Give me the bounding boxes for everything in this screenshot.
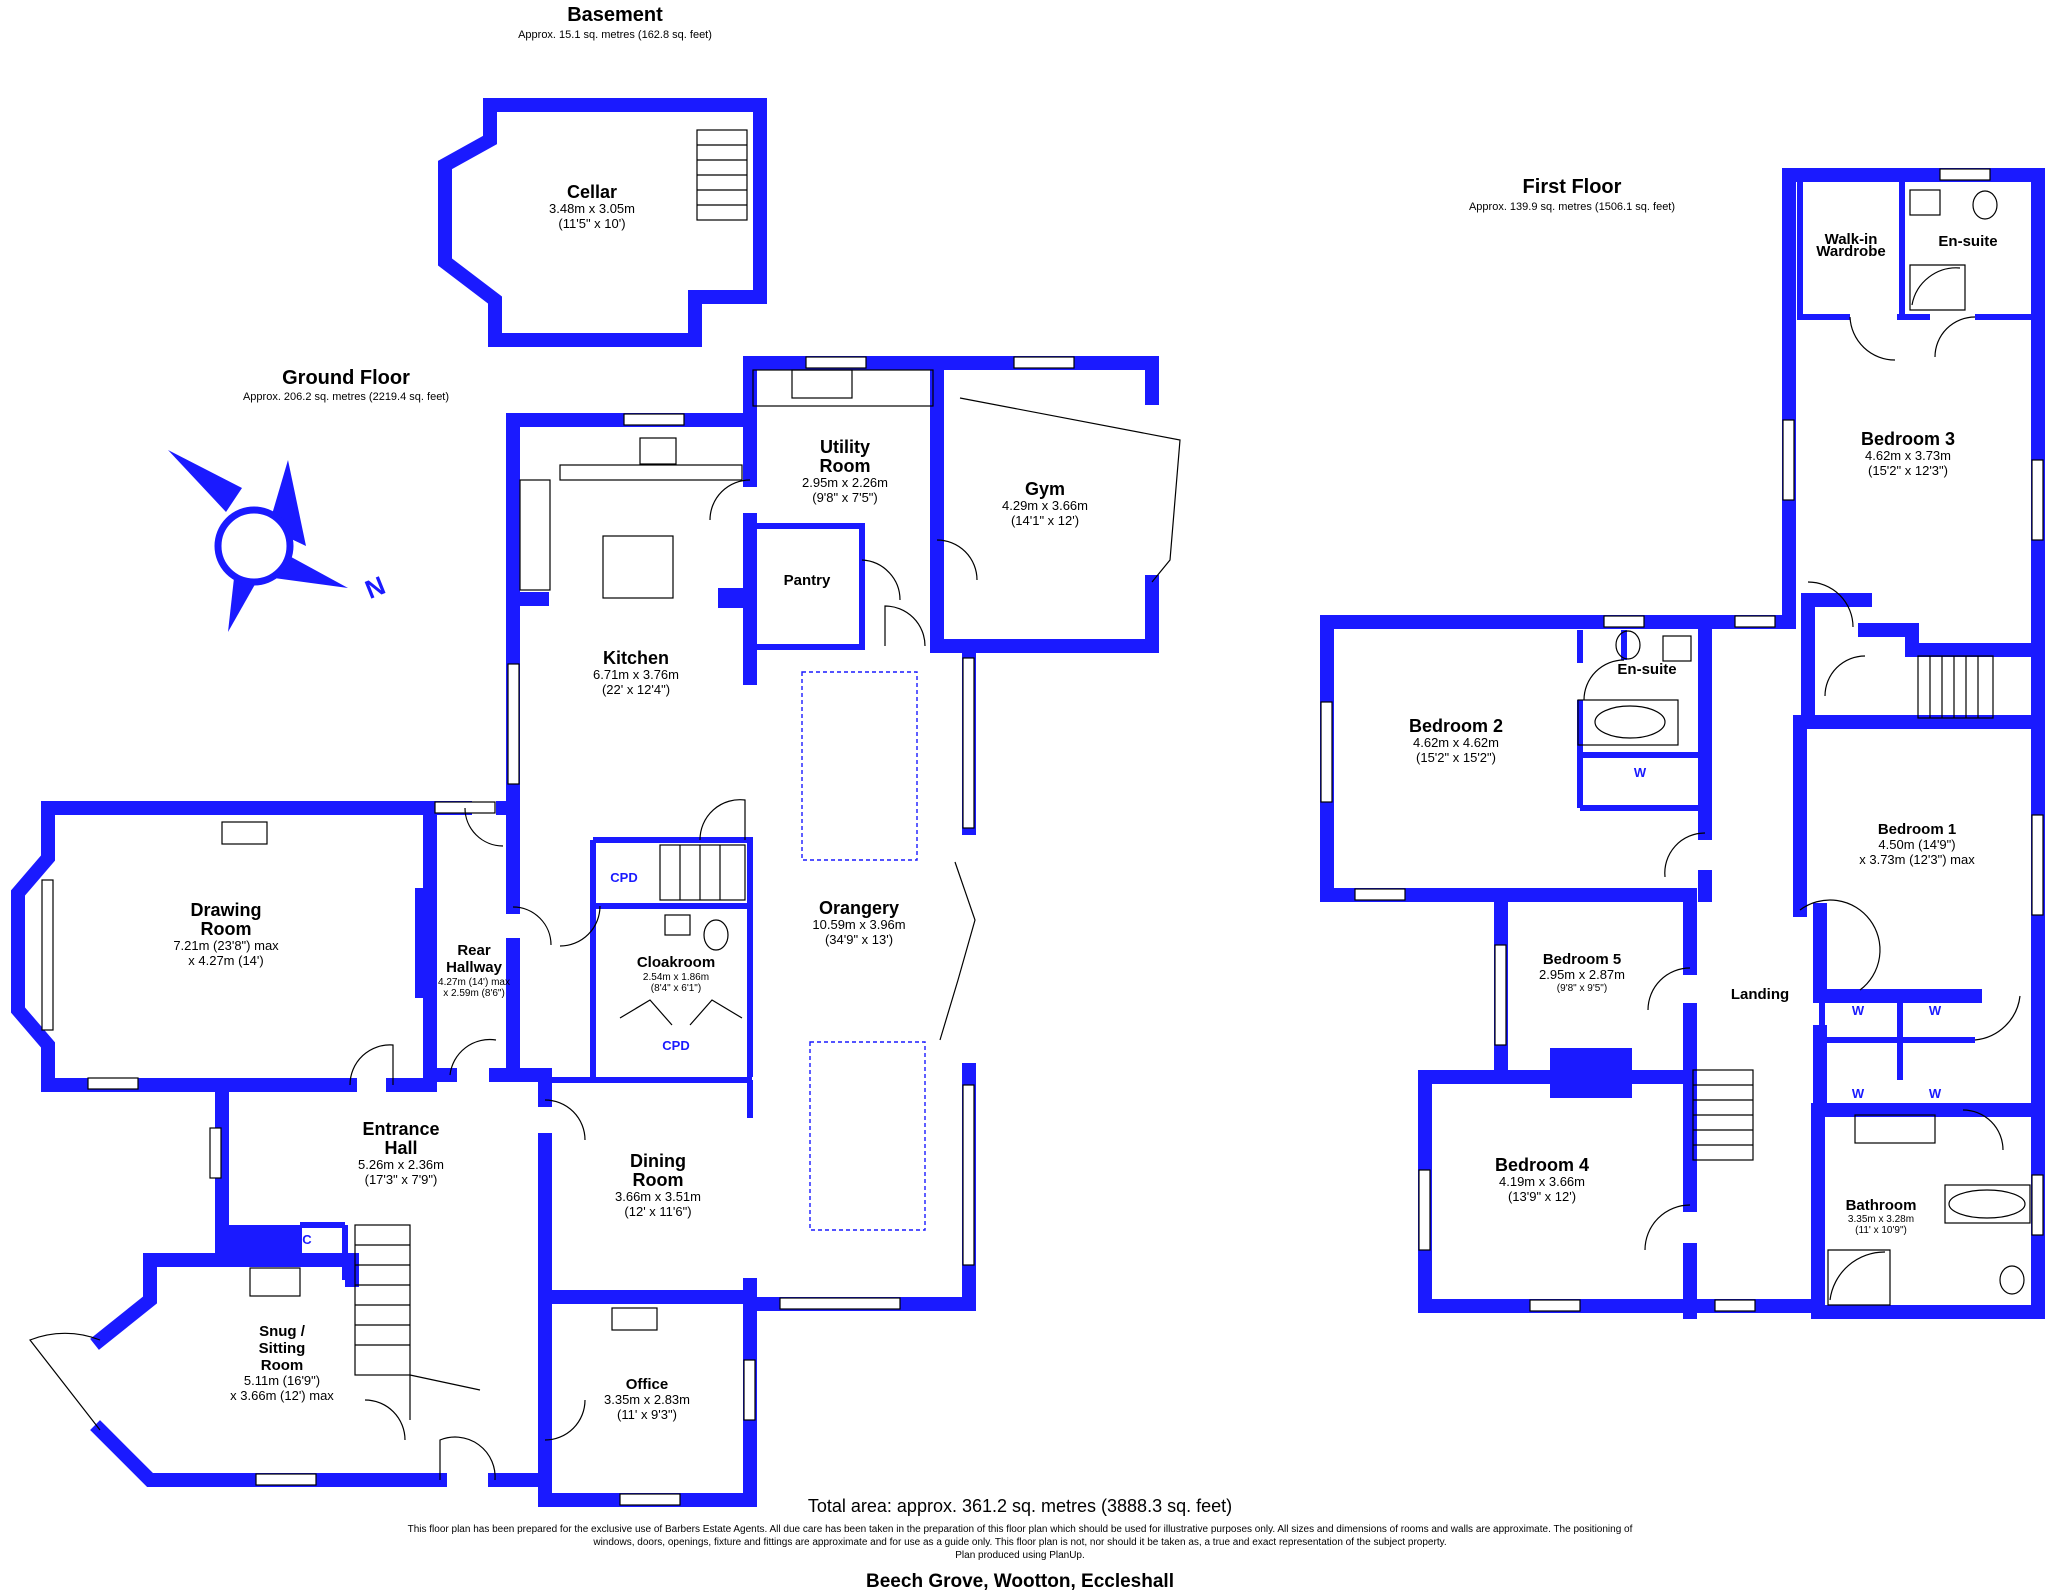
ground-floor-title: Ground Floor bbox=[282, 367, 410, 389]
kitchen-dim-imperial: (22' x 12'4") bbox=[602, 682, 670, 697]
drawing-dim-imperial: x 4.27m (14') bbox=[188, 953, 263, 968]
drawing-dim-metric: 7.21m (23'8") max bbox=[173, 938, 279, 953]
snug-name-3: Room bbox=[261, 1357, 304, 1374]
kitchen-dim-metric: 6.71m x 3.76m bbox=[593, 667, 679, 682]
first-floor-labels: Walk-in Wardrobe En-suite Bedroom 3 4.62… bbox=[1409, 231, 1998, 1236]
rear-hallway-name-2: Hallway bbox=[446, 959, 503, 976]
gym-dim-imperial: (14'1" x 12') bbox=[1011, 513, 1079, 528]
wardrobe-3-label: W bbox=[1852, 1086, 1865, 1101]
utility-room-name-2: Room bbox=[820, 456, 871, 476]
bedroom-5-name: Bedroom 5 bbox=[1543, 951, 1621, 968]
office-dim-metric: 3.35m x 2.83m bbox=[604, 1392, 690, 1407]
bedroom-3-dim-metric: 4.62m x 3.73m bbox=[1865, 448, 1951, 463]
cellar-dim-imperial: (11'5" x 10') bbox=[558, 216, 625, 231]
bedroom-2-dim-metric: 4.62m x 4.62m bbox=[1413, 735, 1499, 750]
cloakroom-dim-imperial: (8'4" x 6'1") bbox=[651, 983, 701, 994]
cellar-name: Cellar bbox=[567, 182, 617, 202]
property-address: Beech Grove, Wootton, Eccleshall bbox=[866, 1571, 1174, 1592]
cloakroom-cpd-label: CPD bbox=[662, 1038, 689, 1053]
walkin-wardrobe-name-2: Wardrobe bbox=[1816, 243, 1885, 260]
bedroom-1-dim-imperial: x 3.73m (12'3") max bbox=[1859, 852, 1975, 867]
wardrobe-2-label: W bbox=[1929, 1003, 1942, 1018]
entrance-dim-metric: 5.26m x 2.36m bbox=[358, 1157, 444, 1172]
bathroom-name: Bathroom bbox=[1846, 1197, 1917, 1214]
dining-room-name-2: Room bbox=[633, 1170, 684, 1190]
bedroom-5-dim-metric: 2.95m x 2.87m bbox=[1539, 967, 1625, 982]
bedroom-5-dim-imperial: (9'8" x 9'5") bbox=[1557, 983, 1607, 994]
bedroom-2-dim-imperial: (15'2" x 15'2") bbox=[1416, 750, 1496, 765]
total-area: Total area: approx. 361.2 sq. metres (38… bbox=[808, 1496, 1232, 1516]
cloakroom-dim-metric: 2.54m x 1.86m bbox=[643, 972, 709, 983]
disclaimer-line-2: windows, doors, openings, fixture and fi… bbox=[592, 1537, 1446, 1548]
orangery-name: Orangery bbox=[819, 898, 899, 918]
bedroom-1-dim-metric: 4.50m (14'9") bbox=[1878, 837, 1955, 852]
cellar-dim-metric: 3.48m x 3.05m bbox=[549, 201, 635, 216]
cupboard-label: C bbox=[302, 1232, 312, 1247]
compass-north-label: N bbox=[361, 570, 390, 605]
utility-dim-metric: 2.95m x 2.26m bbox=[802, 475, 888, 490]
dining-dim-metric: 3.66m x 3.51m bbox=[615, 1189, 701, 1204]
drawing-room-name-2: Room bbox=[201, 919, 252, 939]
drawing-room-name: Drawing bbox=[190, 900, 261, 920]
disclaimer-line-3: Plan produced using PlanUp. bbox=[955, 1550, 1085, 1561]
gym-name: Gym bbox=[1025, 479, 1065, 499]
bathroom-dim-imperial: (11' x 10'9") bbox=[1855, 1225, 1907, 1236]
utility-dim-imperial: (9'8" x 7'5") bbox=[812, 490, 878, 505]
first-floor-windows bbox=[1320, 168, 2044, 1312]
snug-name: Snug / bbox=[259, 1323, 306, 1340]
ensuite-1-name: En-suite bbox=[1938, 233, 1997, 250]
bedroom-3-dim-imperial: (15'2" x 12'3") bbox=[1868, 463, 1948, 478]
snug-dim-metric: 5.11m (16'9") bbox=[244, 1373, 320, 1388]
office-dim-imperial: (11' x 9'3") bbox=[617, 1407, 677, 1422]
bedroom-4-dim-metric: 4.19m x 3.66m bbox=[1499, 1174, 1585, 1189]
rear-hallway-dim-imperial: x 2.59m (8'6") bbox=[443, 988, 505, 999]
bedroom-2-name: Bedroom 2 bbox=[1409, 716, 1503, 736]
entrance-dim-imperial: (17'3" x 7'9") bbox=[365, 1172, 438, 1187]
walkin-wardrobe-name: Walk-in bbox=[1825, 231, 1878, 248]
ground-floor-fittings bbox=[29, 369, 1181, 1481]
entrance-hall-name-2: Hall bbox=[384, 1138, 417, 1158]
dining-dim-imperial: (12' x 11'6") bbox=[624, 1204, 691, 1219]
cellar: Cellar 3.48m x 3.05m (11'5" x 10') bbox=[438, 98, 767, 347]
wardrobe-4-label: W bbox=[1929, 1086, 1942, 1101]
ground-floor-labels: Utility Room 2.95m x 2.26m (9'8" x 7'5")… bbox=[173, 437, 1088, 1422]
bedroom-3-name: Bedroom 3 bbox=[1861, 429, 1955, 449]
pantry-name: Pantry bbox=[784, 572, 831, 589]
ground-floor-area: Approx. 206.2 sq. metres (2219.4 sq. fee… bbox=[243, 391, 449, 403]
hall-cpd-label: CPD bbox=[610, 870, 637, 885]
ground-floor-walls bbox=[11, 356, 1159, 1507]
orangery-dim-metric: 10.59m x 3.96m bbox=[812, 917, 905, 932]
snug-dim-imperial: x 3.66m (12') max bbox=[230, 1388, 334, 1403]
first-floor-fittings: W W W W W bbox=[1577, 189, 2031, 1306]
ensuite-2-name: En-suite bbox=[1617, 661, 1676, 678]
dining-room-name: Dining bbox=[630, 1151, 686, 1171]
bedroom-4-dim-imperial: (13'9" x 12') bbox=[1508, 1189, 1576, 1204]
first-floor-area: Approx. 139.9 sq. metres (1506.1 sq. fee… bbox=[1469, 201, 1675, 213]
rear-hallway-name: Rear bbox=[457, 942, 491, 959]
basement-title: Basement bbox=[567, 4, 663, 26]
bedroom-1-name: Bedroom 1 bbox=[1878, 821, 1956, 838]
cloakroom-name: Cloakroom bbox=[637, 954, 715, 971]
landing-name: Landing bbox=[1731, 986, 1789, 1003]
orangery-dim-imperial: (34'9" x 13') bbox=[825, 932, 893, 947]
basement-area: Approx. 15.1 sq. metres (162.8 sq. feet) bbox=[518, 29, 712, 41]
office-name: Office bbox=[626, 1376, 669, 1393]
compass-icon: N bbox=[168, 450, 389, 632]
ground-floor-windows bbox=[41, 356, 1075, 1506]
kitchen-name: Kitchen bbox=[603, 648, 669, 668]
disclaimer-line-1: This floor plan has been prepared for th… bbox=[408, 1524, 1633, 1535]
ensuite-wardrobe-label: W bbox=[1634, 765, 1647, 780]
snug-name-2: Sitting bbox=[259, 1340, 306, 1357]
gym-dim-metric: 4.29m x 3.66m bbox=[1002, 498, 1088, 513]
wardrobe-1-label: W bbox=[1852, 1003, 1865, 1018]
utility-room-name: Utility bbox=[820, 437, 870, 457]
entrance-hall-name: Entrance bbox=[362, 1119, 439, 1139]
bathroom-dim-metric: 3.35m x 3.28m bbox=[1848, 1214, 1914, 1225]
first-floor-title: First Floor bbox=[1523, 176, 1622, 198]
rear-hallway-dim-metric: 4.27m (14') max bbox=[438, 977, 510, 988]
bedroom-4-name: Bedroom 4 bbox=[1495, 1155, 1589, 1175]
